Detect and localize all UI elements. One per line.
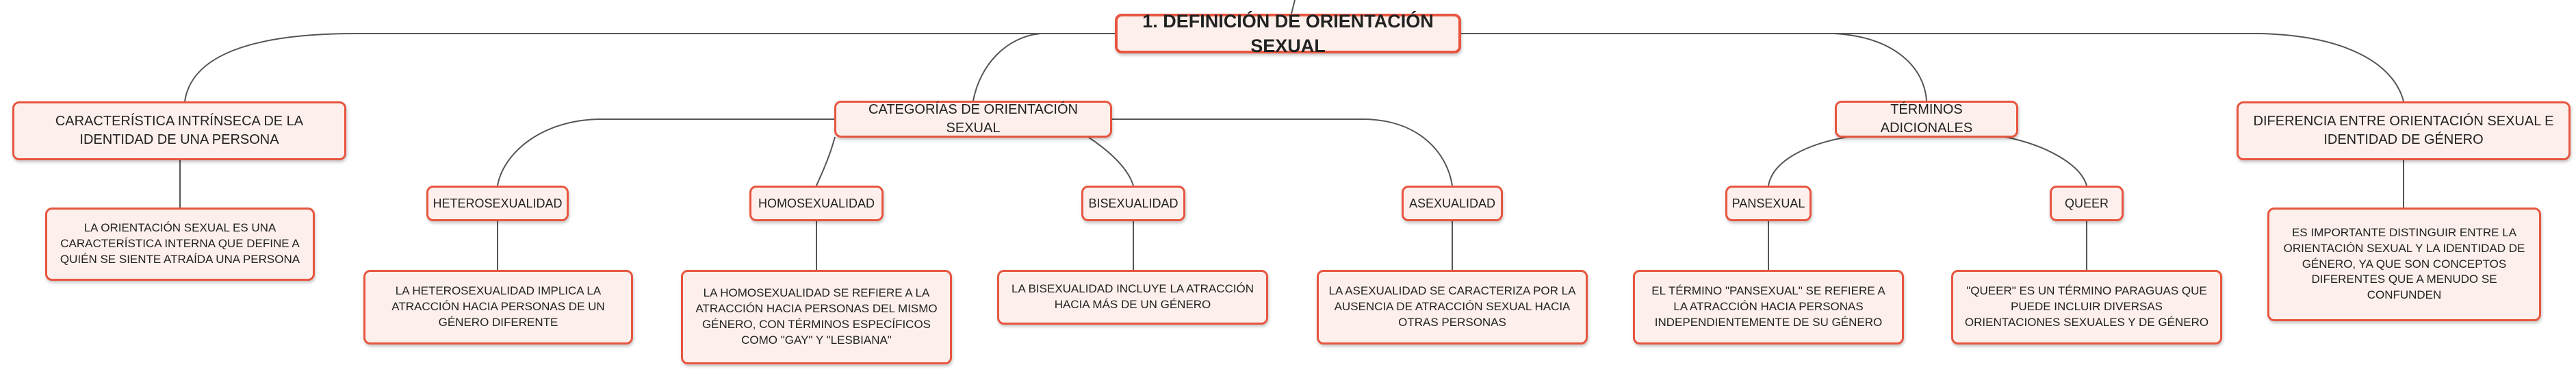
connector-root-diferencia [1461,33,2404,102]
connector-root-top [1291,0,1296,14]
detail-caracteristica[interactable]: LA ORIENTACIÓN SEXUAL ES UNA CARACTERÍST… [45,208,315,281]
detail-heterosexualidad[interactable]: LA HETEROSEXUALIDAD IMPLICA LA ATRACCIÓN… [363,270,633,344]
topic-terminos[interactable]: TÉRMINOS ADICIONALES [1835,101,2018,138]
subtopic-pansexual[interactable]: PANSEXUAL [1725,186,1812,221]
detail-bisexualidad[interactable]: LA BISEXUALIDAD INCLUYE LA ATRACCIÓN HAC… [997,270,1268,325]
connector-categorias-asex [1112,118,1453,186]
topic-diferencia[interactable]: DIFERENCIA ENTRE ORIENTACIÓN SEXUAL E ID… [2237,101,2571,160]
connector-root-terminos [1461,33,1927,101]
subtopic-homosexualidad[interactable]: HOMOSEXUALIDAD [749,186,884,221]
connector-terminos-queer [2005,136,2087,186]
connector-terminos-pan [1768,136,1849,186]
subtopic-bisexualidad[interactable]: BISEXUALIDAD [1081,186,1185,221]
detail-pansexual[interactable]: EL TÉRMINO "PANSEXUAL" SE REFIERE A LA A… [1633,270,1904,344]
connector-categorias-hetero [497,118,834,186]
connector-categorias-bi [1087,136,1134,186]
detail-queer[interactable]: "QUEER" ES UN TÉRMINO PARAGUAS QUE PUEDE… [1951,270,2222,344]
subtopic-asexualidad[interactable]: ASEXUALIDAD [1402,186,1503,221]
root-topic[interactable]: 1. DEFINICIÓN DE ORIENTACIÓN SEXUAL [1115,11,1461,56]
subtopic-queer[interactable]: QUEER [2050,186,2124,221]
connector-root-caracteristica [184,33,1115,102]
connector-root-categorias [973,33,1115,101]
topic-categorias[interactable]: CATEGORÍAS DE ORIENTACIÓN SEXUAL [834,101,1112,138]
connector-categorias-homo [816,136,836,186]
detail-diferencia[interactable]: ES IMPORTANTE DISTINGUIR ENTRE LA ORIENT… [2267,208,2541,321]
detail-homosexualidad[interactable]: LA HOMOSEXUALIDAD SE REFIERE A LA ATRACC… [681,270,952,364]
subtopic-heterosexualidad[interactable]: HETEROSEXUALIDAD [426,186,569,221]
detail-asexualidad[interactable]: LA ASEXUALIDAD SE CARACTERIZA POR LA AUS… [1317,270,1588,344]
topic-caracteristica[interactable]: CARACTERÍSTICA INTRÍNSECA DE LA IDENTIDA… [12,101,346,160]
